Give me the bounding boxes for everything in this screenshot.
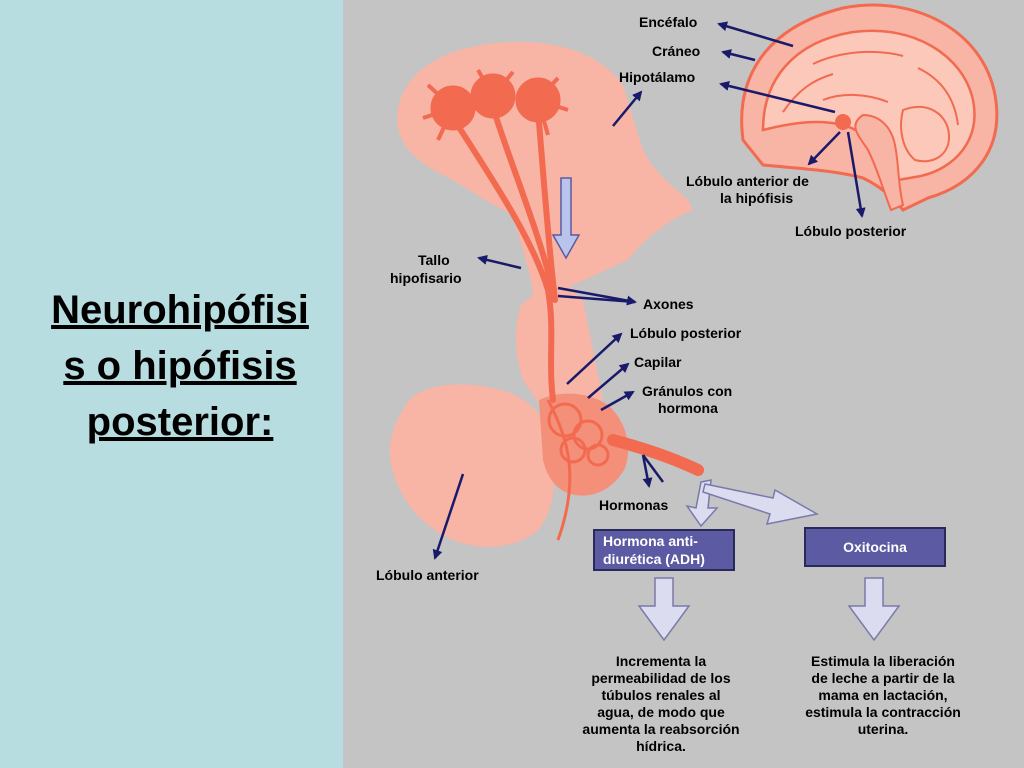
pointer-arrows (432, 21, 866, 560)
label-hipotalamo: Hipotálamo (619, 69, 695, 85)
arrow-tallo (477, 254, 522, 270)
brainstem (854, 113, 905, 212)
adh-effect-line: permeabilidad de los (591, 670, 730, 686)
arrow-axones-2 (557, 294, 636, 304)
label-lobulo-posterior-top: Lóbulo posterior (795, 223, 907, 239)
arrow-hormonas-2 (641, 454, 665, 483)
oxitocina-effect-line: de leche a partir de la (811, 670, 954, 686)
arrow-axones-1 (557, 286, 637, 306)
title-line-2: s o hipófisis (63, 344, 297, 388)
label-tallo-2: hipofisario (390, 270, 462, 286)
arrow-capilar (587, 362, 630, 399)
oxitocina-effect-line: Estimula la liberación (811, 653, 955, 669)
pituitary-spot (835, 114, 851, 130)
diagram-labels: Encéfalo Cráneo Hipotálamo Lóbulo anteri… (376, 14, 907, 583)
anterior-lobe (389, 384, 555, 547)
slide-title: Neurohipófisi s o hipófisis posterior: (20, 282, 340, 450)
adh-box-line-1: Hormona anti- (603, 533, 698, 549)
arrow-granulos (600, 390, 635, 412)
label-lobulo-anterior-hipofisis-1: Lóbulo anterior de (686, 173, 809, 189)
label-axones: Axones (643, 296, 694, 312)
arrow-encefalo (717, 21, 794, 48)
oxitocina-effect-line: mama en lactación, (818, 687, 947, 703)
axon-bundle (450, 105, 558, 403)
label-granulos-2: hormona (658, 400, 718, 416)
arrow-lobulo-anterior (432, 473, 465, 560)
pituitary-illustration (389, 41, 704, 547)
label-craneo: Cráneo (652, 43, 700, 59)
arrow-craneo (721, 49, 756, 62)
label-granulos-1: Gránulos con (642, 383, 732, 399)
label-capilar: Capilar (634, 354, 682, 370)
neuron-cell-bodies (422, 69, 569, 141)
label-encefalo: Encéfalo (639, 14, 697, 30)
adh-effect-line: aumenta la reabsorción (582, 721, 739, 737)
hollow-arrow-adh-effect (637, 577, 691, 642)
cerebellum (900, 105, 951, 163)
label-lobulo-posterior-mid: Lóbulo posterior (630, 325, 742, 341)
hormone-vein (607, 434, 704, 476)
arrow-hipotalamo (719, 81, 836, 114)
arrow-lobulo-posterior-mid (566, 332, 623, 385)
capillary-network (546, 399, 610, 541)
arrow-hipotalamo-pituitary (612, 90, 643, 127)
label-tallo-1: Tallo (418, 252, 450, 268)
adh-effect-line: hídrica. (636, 738, 686, 754)
adh-effect-text: Incrementa la permeabilidad de los túbul… (582, 653, 739, 754)
left-panel: Neurohipófisi s o hipófisis posterior: (0, 0, 343, 768)
label-hormonas: Hormonas (599, 497, 668, 513)
oxitocina-box: Oxitocina (804, 527, 946, 567)
title-line-3: posterior: (86, 400, 274, 444)
oxitocina-effect-text: Estimula la liberación de leche a partir… (805, 653, 961, 737)
adh-effect-line: túbulos renales al (601, 687, 720, 703)
label-lobulo-anterior: Lóbulo anterior (376, 567, 479, 583)
adh-box: Hormona anti- diurética (ADH) (593, 529, 735, 571)
hollow-arrows (637, 479, 901, 642)
oxitocina-effect-line: uterina. (858, 721, 909, 737)
arrow-lobulo-posterior-top (846, 131, 866, 218)
oxitocina-box-label: Oxitocina (843, 539, 907, 555)
neurohypophysis-diagram: Hormona anti- diurética (ADH) Oxitocina … (343, 0, 1024, 768)
hollow-arrow-oxitocina-effect (847, 577, 901, 642)
label-lobulo-anterior-hipofisis-2: la hipófisis (720, 190, 793, 206)
flow-arrow-stalk (551, 177, 581, 260)
arrow-hormonas-1 (641, 454, 653, 488)
title-line-1: Neurohipófisi (51, 288, 309, 332)
brain-gyri (782, 50, 959, 126)
arrow-lobulo-anterior-hipofisis (807, 131, 841, 166)
oxitocina-effect-line: estimula la contracción (805, 704, 961, 720)
adh-effect-line: agua, de modo que (597, 704, 725, 720)
adh-effect-line: Incrementa la (616, 653, 706, 669)
brain-section-illustration (740, 3, 999, 212)
hollow-arrow-to-oxitocina (702, 483, 820, 525)
adh-box-line-2: diurética (ADH) (603, 551, 705, 567)
